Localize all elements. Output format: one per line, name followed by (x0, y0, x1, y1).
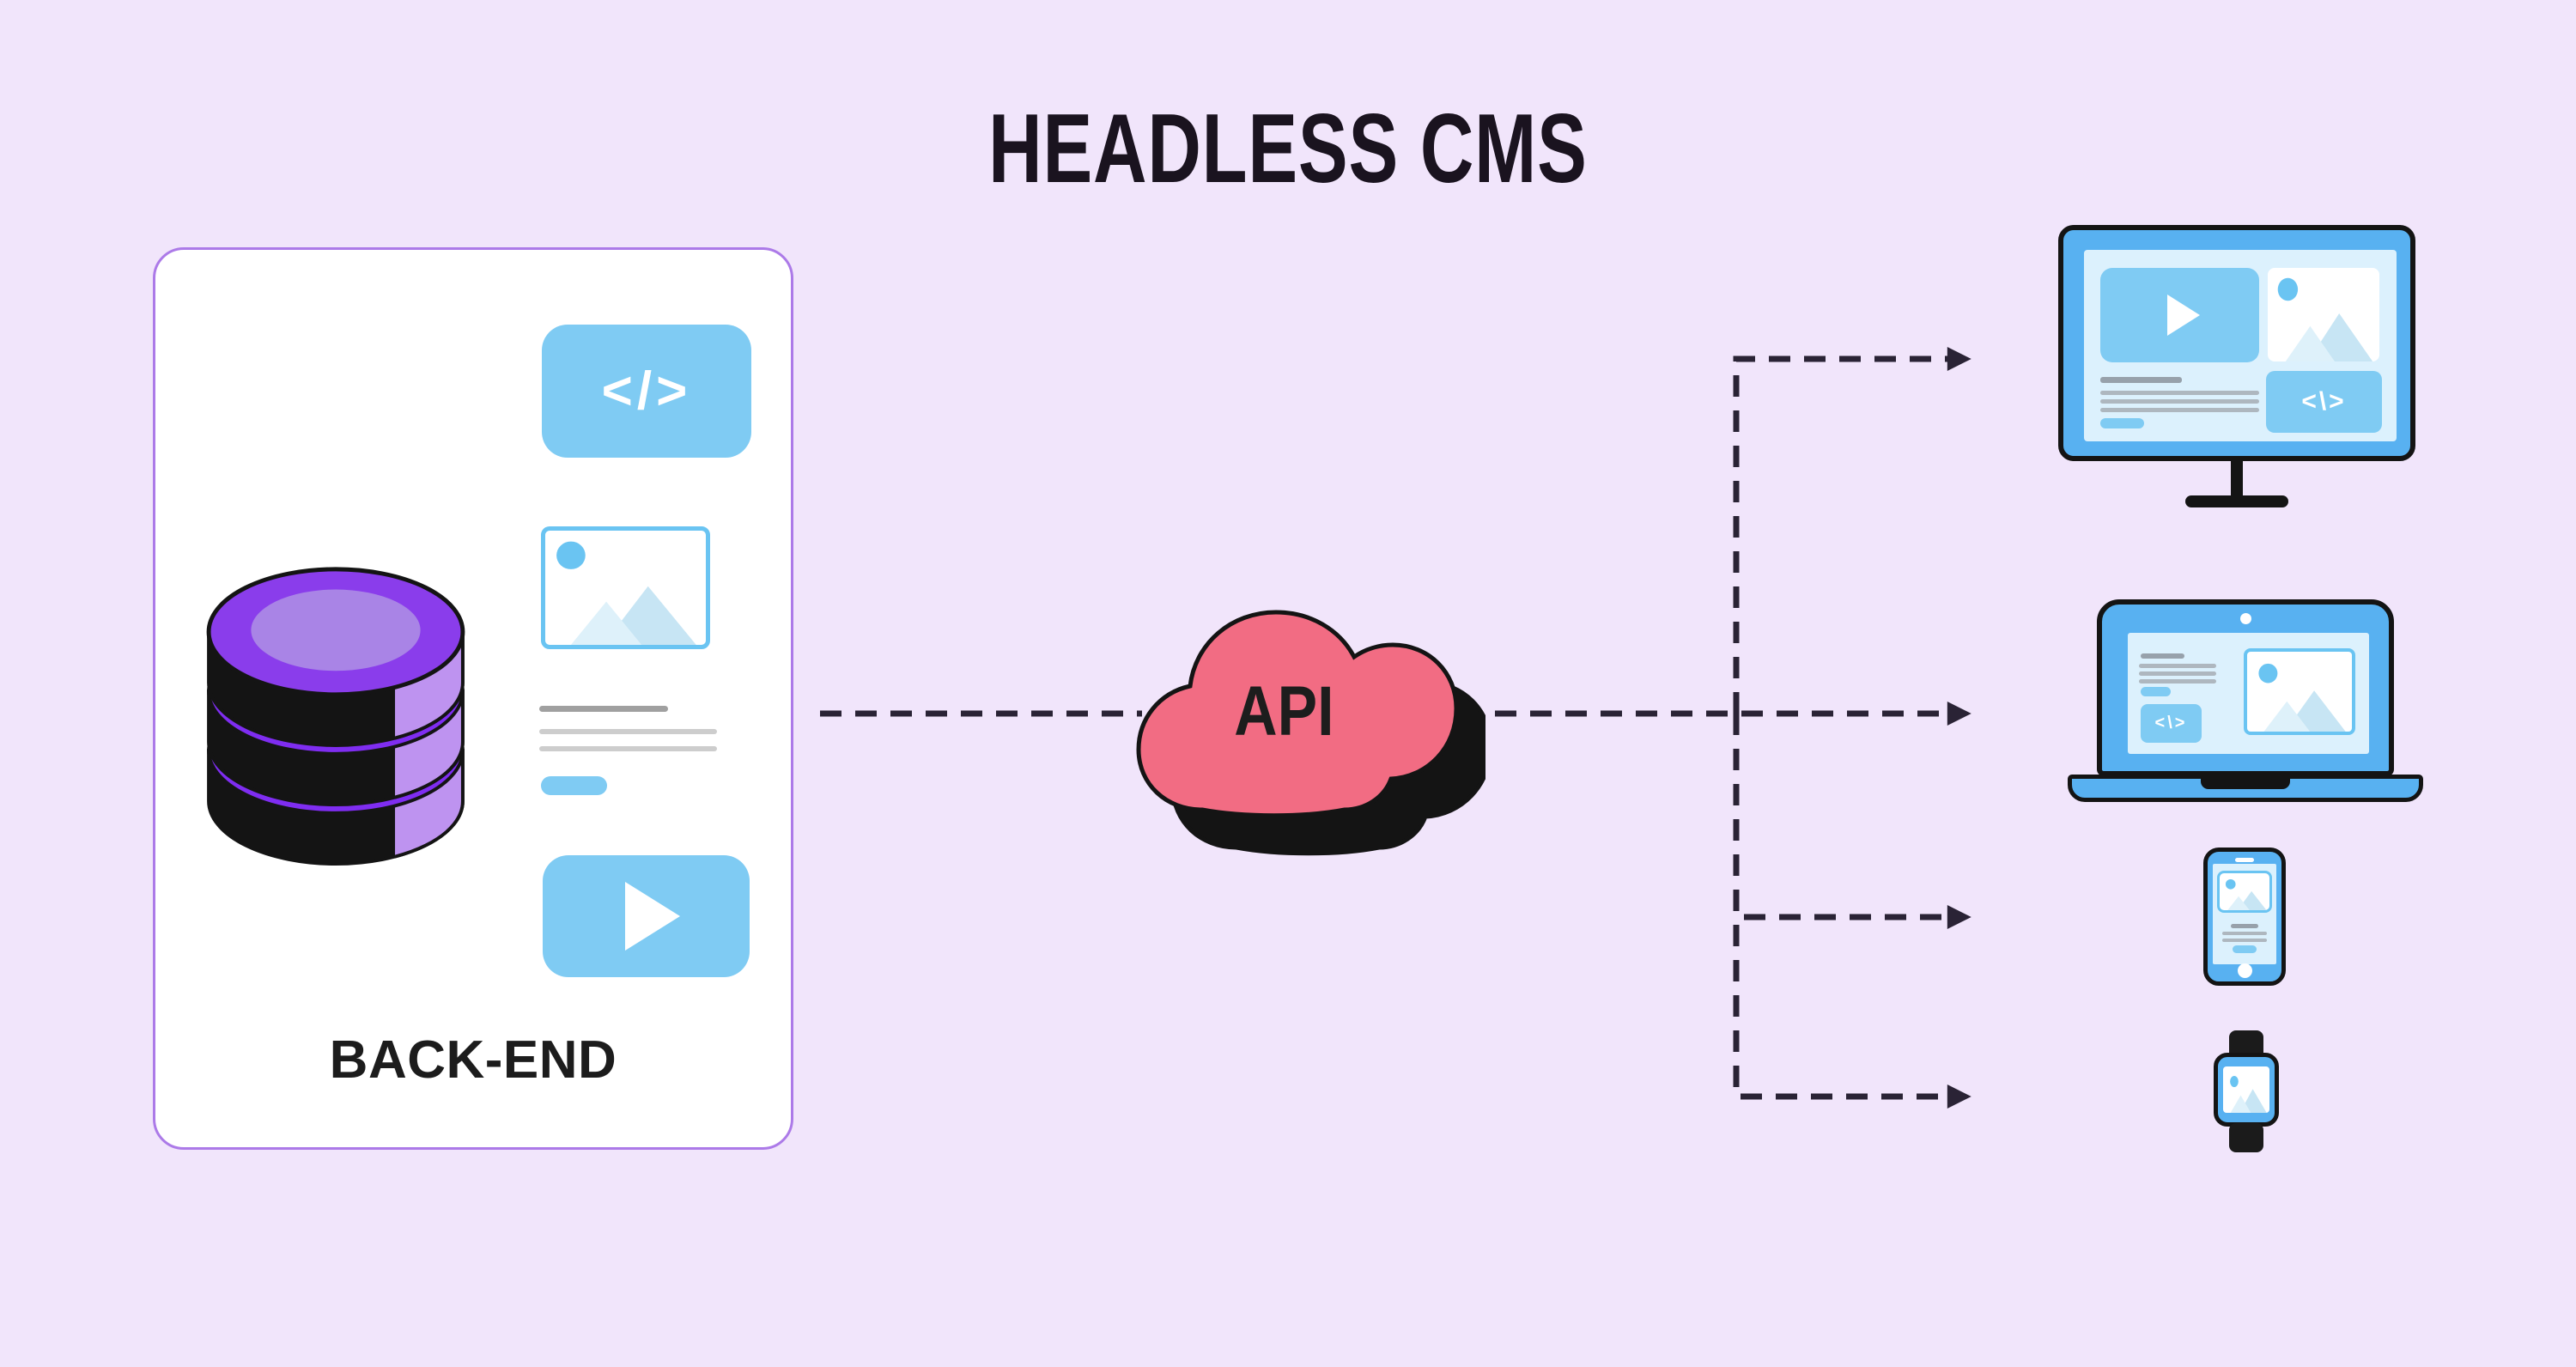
text-line (2100, 399, 2259, 404)
image-placeholder-graphic (556, 541, 696, 645)
phone-screen (2213, 864, 2276, 964)
text-line (539, 729, 717, 734)
button-pill (2141, 687, 2171, 696)
text-line (2100, 377, 2182, 383)
page-title: HEADLESS CMS (0, 93, 2576, 205)
laptop-lid: <\> (2097, 599, 2394, 776)
text-line (2222, 939, 2267, 942)
text-line (2141, 653, 2184, 659)
text-line (2231, 924, 2258, 928)
button-pill (2233, 945, 2257, 953)
monitor-stand-base (2185, 495, 2288, 507)
api-cloud (1136, 610, 1485, 856)
arrow-to-monitor (1733, 347, 1971, 714)
button-pill (541, 776, 607, 795)
image-placeholder-graphic (2225, 878, 2267, 910)
text-line (539, 706, 668, 712)
backend-label: BACK-END (329, 1030, 617, 1090)
device-monitor: <\> (2058, 225, 2415, 512)
monitor-screen: <\> (2084, 250, 2397, 441)
image-placeholder-icon (2268, 268, 2379, 361)
watch-strap-bottom (2229, 1123, 2263, 1152)
button-pill (2100, 418, 2144, 428)
monitor-stand-pole (2231, 459, 2243, 497)
api-label: API (1099, 671, 1468, 752)
arrow-to-phone (1733, 714, 1971, 929)
device-laptop: <\> (2068, 599, 2423, 804)
laptop-screen: <\> (2128, 633, 2369, 754)
page-title-text: HEADLESS CMS (988, 94, 1588, 204)
phone-speaker (2235, 858, 2254, 862)
image-placeholder-graphic (2277, 277, 2373, 361)
device-phone (2203, 848, 2286, 986)
code-glyph: <\> (2154, 714, 2188, 732)
laptop-notch (2201, 779, 2290, 789)
code-glyph: </> (601, 361, 692, 421)
code-icon: </> (542, 325, 751, 458)
code-icon: <\> (2141, 704, 2202, 743)
arrow-to-watch (1733, 714, 1971, 1109)
backend-card: </> BACK-END (153, 247, 793, 1150)
text-line (2139, 671, 2216, 676)
text-line (2222, 932, 2267, 935)
text-line (539, 746, 717, 751)
text-line (2100, 408, 2259, 412)
monitor-frame: <\> (2058, 225, 2415, 461)
image-placeholder-icon (2217, 871, 2272, 913)
image-placeholder-icon (2244, 648, 2355, 735)
image-placeholder-graphic (2258, 663, 2346, 732)
video-player-icon (543, 855, 750, 977)
code-icon: <\> (2266, 371, 2382, 433)
text-line (2139, 664, 2216, 668)
watch-case (2214, 1053, 2279, 1127)
cloud-shape (1136, 610, 1459, 818)
device-watch (2214, 1030, 2279, 1152)
play-icon (2166, 295, 2200, 336)
text-line (2100, 391, 2259, 395)
text-line (2139, 679, 2216, 684)
video-player-icon (2100, 268, 2259, 362)
api-label-text: API (1233, 672, 1334, 750)
image-placeholder-icon (541, 526, 710, 649)
play-icon (624, 882, 680, 951)
database-icon (206, 567, 465, 866)
code-glyph: <\> (2301, 387, 2347, 416)
phone-home-button (2237, 963, 2252, 978)
watch-screen (2223, 1066, 2269, 1113)
camera-dot (2240, 613, 2251, 624)
image-placeholder-graphic (2230, 1075, 2267, 1113)
laptop-base (2068, 775, 2423, 802)
